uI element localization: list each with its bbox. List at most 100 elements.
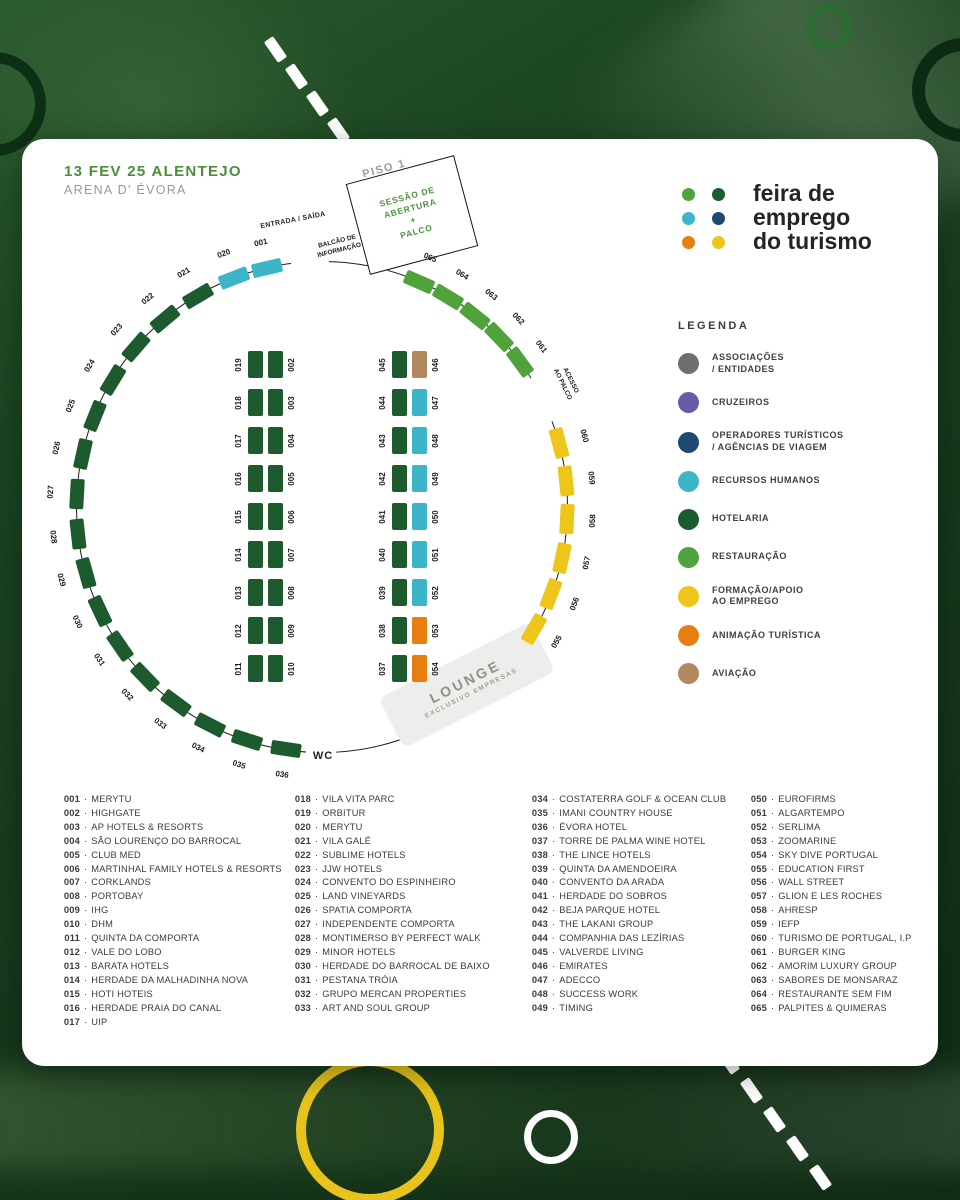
exhibitor-name: EUROFIRMS bbox=[778, 794, 836, 804]
separator-dot: · bbox=[552, 974, 556, 985]
dash-decoration bbox=[762, 1106, 787, 1133]
exhibitor-name: GRUPO MERCAN PROPERTIES bbox=[322, 988, 467, 999]
exhibitor-number: 053 bbox=[750, 835, 767, 846]
separator-dot: · bbox=[552, 905, 556, 916]
exhibitor-number: 051 bbox=[750, 807, 767, 818]
booth-num-037: 037 bbox=[378, 661, 387, 676]
legend-label: CRUZEIROS bbox=[712, 397, 770, 408]
booth-051 bbox=[412, 541, 427, 568]
exhibitor-row: 003·AP HOTELS & RESORTS bbox=[62, 821, 282, 835]
exhibitor-name: HERDADE DO BARROCAL DE BAIXO bbox=[322, 960, 490, 971]
exhibitor-name: TORRE DE PALMA WINE HOTEL bbox=[559, 835, 706, 846]
booth-053 bbox=[412, 617, 427, 644]
exhibitor-row: 060·TURISMO DE PORTUGAL, I.P bbox=[749, 932, 912, 946]
exhibitor-number: 029 bbox=[294, 946, 311, 957]
exhibitor-name: WALL STREET bbox=[778, 877, 845, 888]
exhibitor-name: BARATA HOTELS bbox=[91, 960, 169, 971]
exhibitor-name: AMORIM LUXURY GROUP bbox=[778, 960, 897, 971]
legend-label: ASSOCIAÇÕES / ENTIDADES bbox=[712, 352, 785, 374]
exhibitor-number: 033 bbox=[294, 1002, 311, 1013]
exhibitor-number: 012 bbox=[63, 946, 80, 957]
exhibitor-name: TURISMO DE PORTUGAL, I.P bbox=[778, 933, 912, 944]
exhibitor-name: JJW HOTELS bbox=[322, 863, 383, 874]
legend-item: OPERADORES TURÍSTICOS / AGÊNCIAS DE VIAG… bbox=[678, 430, 844, 453]
logo-dot-row bbox=[682, 236, 725, 249]
exhibitor-number: 016 bbox=[63, 1002, 80, 1013]
separator-dot: · bbox=[84, 863, 88, 874]
exhibitor-row: 057·GLION E LES ROCHES bbox=[749, 890, 912, 904]
legend-item: ASSOCIAÇÕES / ENTIDADES bbox=[678, 352, 844, 375]
booth-042 bbox=[392, 465, 407, 492]
separator-dot: · bbox=[84, 905, 88, 916]
legend-item: RECURSOS HUMANOS bbox=[678, 470, 844, 492]
exhibitor-name: HIGHGATE bbox=[91, 807, 141, 818]
separator-dot: · bbox=[84, 849, 88, 860]
exhibitor-name: CORKLANDS bbox=[91, 877, 151, 888]
separator-dot: · bbox=[315, 807, 319, 818]
exhibitor-number: 010 bbox=[63, 919, 80, 930]
exhibitor-row: 063·SABORES DE MONSARAZ bbox=[749, 974, 912, 988]
booth-num-050: 050 bbox=[431, 509, 440, 524]
separator-dot: · bbox=[771, 919, 775, 930]
exhibitor-row: 035·IMANI COUNTRY HOUSE bbox=[530, 807, 726, 821]
booth-040 bbox=[392, 541, 407, 568]
logo-dot bbox=[712, 236, 725, 249]
booth-004 bbox=[268, 427, 283, 454]
separator-dot: · bbox=[315, 960, 319, 971]
exhibitor-row: 036·ÉVORA HOTEL bbox=[530, 821, 726, 835]
booth-041 bbox=[392, 503, 407, 530]
separator-dot: · bbox=[315, 974, 319, 985]
booth-046 bbox=[412, 351, 427, 378]
exhibitor-row: 043·THE LAKANI GROUP bbox=[530, 918, 726, 932]
exhibitor-row: 058·AHRESP bbox=[749, 904, 912, 918]
separator-dot: · bbox=[315, 835, 319, 846]
dark-ring-right-decoration bbox=[912, 38, 960, 142]
dash-decoration bbox=[263, 36, 288, 63]
booth-num-011: 011 bbox=[234, 662, 243, 675]
exhibitor-number: 002 bbox=[63, 807, 80, 818]
exhibitor-row: 034·COSTATERRA GOLF & OCEAN CLUB bbox=[530, 793, 726, 807]
exhibitor-row: 010·DHM bbox=[62, 918, 282, 932]
exhibitor-number: 014 bbox=[63, 974, 80, 985]
booth-num-049: 049 bbox=[431, 471, 440, 486]
booth-038 bbox=[392, 617, 407, 644]
separator-dot: · bbox=[84, 933, 88, 944]
booth-num-005: 005 bbox=[287, 471, 296, 486]
exhibitor-row: 002·HIGHGATE bbox=[62, 807, 282, 821]
exhibitor-row: 006·MARTINHAL FAMILY HOTELS & RESORTS bbox=[62, 863, 282, 877]
exhibitor-number: 020 bbox=[294, 821, 311, 832]
separator-dot: · bbox=[771, 946, 775, 957]
separator-dot: · bbox=[771, 974, 775, 985]
exhibitor-name: INDEPENDENTE COMPORTA bbox=[322, 919, 455, 930]
exhibitor-number: 032 bbox=[294, 988, 311, 999]
logo-text-line-2: emprego bbox=[753, 203, 851, 230]
exhibitor-name: HERDADE DA MALHADINHA NOVA bbox=[91, 974, 249, 985]
exhibitor-row: 026·SPATIA COMPORTA bbox=[293, 904, 490, 918]
separator-dot: · bbox=[315, 877, 319, 888]
separator-dot: · bbox=[552, 807, 556, 818]
header: 13 FEV 25 ALENTEJO ARENA D' ÉVORA bbox=[64, 163, 242, 197]
booth-048 bbox=[412, 427, 427, 454]
separator-dot: · bbox=[771, 877, 775, 888]
category-dot bbox=[678, 508, 699, 530]
exhibitor-row: 011·QUINTA DA COMPORTA bbox=[62, 932, 282, 946]
exhibitor-row: 059·IEFP bbox=[749, 918, 912, 932]
exhibitor-row: 015·HOTI HOTEIS bbox=[62, 988, 282, 1002]
logo-dot-row bbox=[682, 212, 725, 225]
exhibitor-number: 035 bbox=[531, 807, 548, 818]
exhibitor-name: CLUB MED bbox=[91, 849, 141, 860]
separator-dot: · bbox=[315, 1002, 319, 1013]
separator-dot: · bbox=[552, 835, 556, 846]
yellow-ring-decoration bbox=[296, 1056, 444, 1200]
exhibitor-row: 051·ALGARTEMPO bbox=[749, 807, 912, 821]
exhibitor-name: SUBLIME HOTELS bbox=[322, 849, 406, 860]
booth-037 bbox=[392, 655, 407, 682]
exhibitor-number: 025 bbox=[294, 891, 311, 902]
exhibitor-number: 017 bbox=[63, 1016, 80, 1027]
exhibitor-number: 050 bbox=[750, 794, 767, 804]
booth-006 bbox=[268, 503, 283, 530]
separator-dot: · bbox=[552, 946, 556, 957]
separator-dot: · bbox=[84, 891, 88, 902]
